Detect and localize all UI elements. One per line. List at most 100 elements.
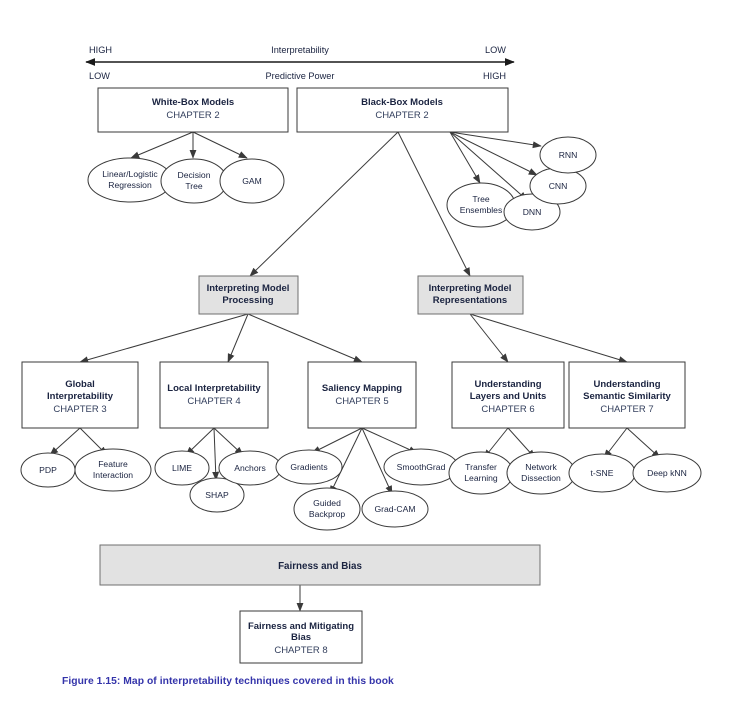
interpreting-model-representations-line2: Representations [433, 295, 507, 306]
fairness-mitigating-line2: Bias [291, 632, 311, 643]
node-understanding-semantic-similarity[interactable]: Understanding Semantic Similarity CHAPTE… [568, 361, 686, 429]
guided-backprop-ellipse[interactable] [293, 487, 361, 531]
interpreting-model-processing-line1: Interpreting Model [207, 283, 290, 294]
axis-right-bottom-label: HIGH [483, 71, 506, 81]
local-interpretability-rect[interactable] [159, 361, 269, 429]
fairness-mitigating-chapter: CHAPTER 8 [274, 645, 327, 656]
leaf-lime[interactable]: LIME [154, 450, 210, 486]
leaf-guided-backprop[interactable]: Guided Backprop [293, 487, 361, 531]
gam-ellipse[interactable] [219, 158, 285, 204]
tree-ensembles-line2: Ensembles [460, 205, 503, 215]
edge-local-lime [185, 427, 215, 456]
feature-interaction-ellipse[interactable] [74, 448, 152, 492]
leaf-cnn[interactable]: CNN [529, 167, 587, 205]
saliency-mapping-line1: Saliency Mapping [322, 383, 402, 394]
deep-knn-ellipse[interactable] [632, 453, 702, 493]
edges-white-box-leaves [130, 131, 248, 159]
fairness-mitigating-line1: Fairness and Mitigating [248, 621, 354, 632]
edges-saliency-leaves [311, 427, 418, 495]
cnn-label: CNN [549, 181, 568, 191]
leaf-shap[interactable]: SHAP [189, 477, 245, 513]
axis-left-bottom-label: LOW [89, 71, 110, 81]
leaf-feature-interaction[interactable]: Feature Interaction [74, 448, 152, 492]
leaf-tree-ensembles[interactable]: Tree Ensembles [446, 182, 516, 228]
understanding-layers-line1: Understanding [474, 379, 541, 390]
node-fairness-and-bias-banner[interactable]: Fairness and Bias [99, 544, 541, 586]
edges-representations-to-chapters [469, 313, 628, 363]
leaf-pdp[interactable]: PDP [20, 452, 76, 488]
dnn-ellipse[interactable] [503, 193, 561, 231]
node-white-box-models[interactable]: White-Box Models CHAPTER 2 [97, 87, 289, 133]
leaf-smoothgrad[interactable]: SmoothGrad [383, 448, 459, 486]
leaf-tsne[interactable]: t-SNE [568, 453, 636, 493]
leaf-transfer-learning[interactable]: Transfer Learning [448, 451, 514, 495]
understanding-layers-chapter: CHAPTER 6 [481, 404, 534, 415]
tsne-label: t-SNE [591, 468, 614, 478]
white-box-models-title: White-Box Models [152, 97, 234, 108]
interpreting-model-processing-line2: Processing [222, 295, 273, 306]
gradients-ellipse[interactable] [275, 449, 343, 485]
axis-top-label: Interpretability [271, 45, 329, 55]
interpreting-model-representations-line1: Interpreting Model [429, 283, 512, 294]
node-global-interpretability[interactable]: Global Interpretability CHAPTER 3 [21, 361, 139, 429]
leaf-decision-tree[interactable]: Decision Tree [160, 158, 228, 204]
leaf-linear-logistic-regression[interactable]: Linear/Logistic Regression [87, 157, 173, 203]
rnn-ellipse[interactable] [539, 136, 597, 174]
shap-label: SHAP [205, 490, 229, 500]
understanding-semantic-similarity-rect[interactable] [568, 361, 686, 429]
global-interpretability-chapter: CHAPTER 3 [53, 404, 106, 415]
interpreting-model-processing-rect[interactable] [198, 275, 299, 315]
decision-tree-line1: Decision [178, 170, 211, 180]
lime-ellipse[interactable] [154, 450, 210, 486]
black-box-models-rect[interactable] [296, 87, 509, 133]
rnn-label: RNN [559, 150, 578, 160]
interpretability-axis: HIGH LOW LOW HIGH Interpretability Predi… [85, 45, 515, 81]
grad-cam-ellipse[interactable] [361, 490, 429, 528]
figure-caption: Figure 1.15: Map of interpretability tec… [62, 676, 394, 687]
leaf-gam[interactable]: GAM [219, 158, 285, 204]
leaf-grad-cam[interactable]: Grad-CAM [361, 490, 429, 528]
leaf-rnn[interactable]: RNN [539, 136, 597, 174]
transfer-learning-line1: Transfer [465, 462, 497, 472]
understanding-semantic-chapter: CHAPTER 7 [600, 404, 653, 415]
local-interpretability-line1: Local Interpretability [167, 383, 261, 394]
node-saliency-mapping[interactable]: Saliency Mapping CHAPTER 5 [307, 361, 417, 429]
tree-ensembles-line1: Tree [472, 194, 490, 204]
shap-ellipse[interactable] [189, 477, 245, 513]
node-understanding-layers-and-units[interactable]: Understanding Layers and Units CHAPTER 6 [451, 361, 565, 429]
edge-processing-global [79, 313, 249, 364]
leaf-gradients[interactable]: Gradients [275, 449, 343, 485]
global-interpretability-rect[interactable] [21, 361, 139, 429]
node-fairness-and-mitigating-bias[interactable]: Fairness and Mitigating Bias CHAPTER 8 [239, 610, 363, 664]
saliency-mapping-rect[interactable] [307, 361, 417, 429]
anchors-label: Anchors [234, 463, 266, 473]
fairness-and-mitigating-bias-rect[interactable] [239, 610, 363, 664]
guided-backprop-line1: Guided [313, 498, 341, 508]
leaf-anchors[interactable]: Anchors [218, 450, 282, 486]
node-local-interpretability[interactable]: Local Interpretability CHAPTER 4 [159, 361, 269, 429]
understanding-layers-and-units-rect[interactable] [451, 361, 565, 429]
pdp-label: PDP [39, 465, 57, 475]
feature-interaction-line1: Feature [98, 459, 128, 469]
fairness-and-bias-rect[interactable] [99, 544, 541, 586]
white-box-models-rect[interactable] [97, 87, 289, 133]
dnn-label: DNN [523, 207, 542, 217]
leaf-network-dissection[interactable]: Network Dissection [506, 451, 576, 495]
linear-logistic-regression-line1: Linear/Logistic [102, 169, 158, 179]
node-black-box-models[interactable]: Black-Box Models CHAPTER 2 [296, 87, 509, 133]
edge-processing-saliency [247, 313, 363, 363]
node-interpreting-model-processing[interactable]: Interpreting Model Processing [198, 275, 299, 315]
axis-left-top-label: HIGH [89, 45, 112, 55]
understanding-semantic-line1: Understanding [593, 379, 660, 390]
leaf-deep-knn[interactable]: Deep kNN [632, 453, 702, 493]
gam-label: GAM [242, 176, 262, 186]
network-dissection-line1: Network [525, 462, 557, 472]
axis-bottom-label: Predictive Power [266, 71, 335, 81]
node-interpreting-model-representations[interactable]: Interpreting Model Representations [417, 275, 524, 315]
leaf-dnn[interactable]: DNN [503, 193, 561, 231]
interpreting-model-representations-rect[interactable] [417, 275, 524, 315]
edge-whitebox-linear [130, 131, 194, 159]
gradients-label: Gradients [290, 462, 327, 472]
fairness-and-bias-title: Fairness and Bias [278, 561, 362, 572]
